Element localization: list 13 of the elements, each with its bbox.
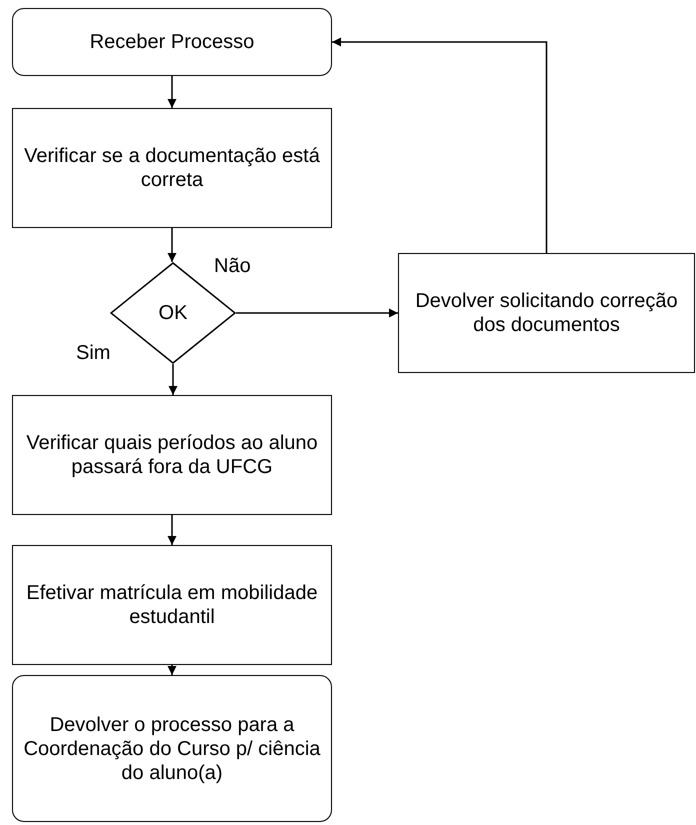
process-box: Efetivar matrícula em mobilidade estudantil: [12, 545, 332, 665]
arrow: [168, 228, 176, 262]
terminal-box: Receber Processo: [12, 8, 332, 76]
terminal-box: Devolver o processo para a Coordenação do Curso p/ ciência do aluno(a): [12, 675, 332, 822]
arrow: [168, 515, 176, 545]
arrow: [236, 308, 398, 318]
arrow: [168, 76, 176, 108]
arrow: [332, 38, 548, 253]
process-box: Devolver solicitando correção dos documentos: [398, 253, 695, 373]
arrow: [168, 364, 178, 395]
process-box: Verificar quais períodos ao aluno passará fora da UFCG: [12, 395, 332, 515]
arrow: [168, 665, 176, 675]
process-box: Verificar se a documentação está correta: [12, 108, 332, 228]
